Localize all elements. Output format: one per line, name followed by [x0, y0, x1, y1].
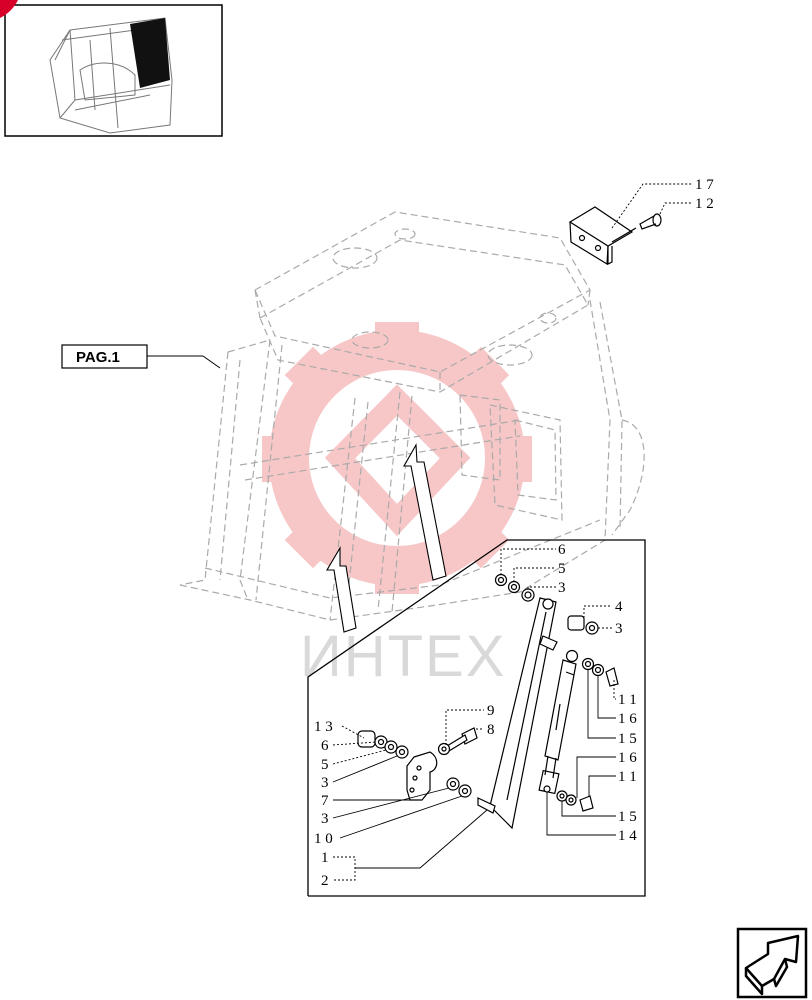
watermark-text: ИНТЕХ [300, 624, 506, 689]
callout-5: 5 [558, 561, 566, 577]
callout-17: 1 7 [695, 177, 714, 193]
page-reference-label: PAG.1 [76, 349, 120, 366]
callout-labels: 1 7 1 2 6 5 3 4 3 1 1 1 6 1 5 1 6 1 1 1 … [314, 177, 714, 889]
cab-overview-thumbnail[interactable] [0, 0, 223, 137]
page-reference[interactable]: PAG.1 [61, 344, 221, 369]
next-page-arrow-icon[interactable] [736, 927, 808, 999]
callout-15: 1 5 [618, 809, 637, 825]
callout-3: 3 [558, 580, 566, 596]
callout-14: 1 4 [618, 828, 637, 844]
gas-strut [538, 635, 579, 795]
callout-5: 5 [321, 757, 329, 773]
callout-1: 1 [321, 850, 329, 866]
location-arrows [326, 443, 447, 633]
callout-4: 4 [615, 599, 623, 615]
callout-8: 8 [487, 722, 495, 738]
callout-10: 1 0 [314, 831, 333, 847]
bracket-part-17 [568, 206, 637, 266]
callout-12: 1 2 [695, 196, 714, 212]
callout-11: 1 1 [618, 692, 637, 708]
callout-11: 1 1 [618, 769, 637, 785]
callout-2: 2 [321, 873, 329, 889]
callout-3: 3 [615, 621, 623, 637]
callout-3: 3 [321, 811, 329, 827]
hardware-left [357, 727, 478, 801]
lever-arm [477, 597, 557, 830]
callout-9: 9 [487, 703, 495, 719]
callout-16: 1 6 [618, 711, 637, 727]
callout-6: 6 [558, 542, 566, 558]
callout-15: 1 5 [618, 731, 637, 747]
callout-13: 1 3 [314, 719, 333, 735]
callout-7: 7 [321, 793, 329, 809]
leader-lines [332, 183, 692, 881]
bolt-part-12 [639, 213, 662, 230]
callout-16: 1 6 [618, 750, 637, 766]
callout-3: 3 [321, 775, 329, 791]
cab-frame-outline [179, 211, 645, 623]
callout-6: 6 [321, 738, 329, 754]
detail-frame [307, 539, 646, 897]
hardware-right [494, 573, 619, 812]
